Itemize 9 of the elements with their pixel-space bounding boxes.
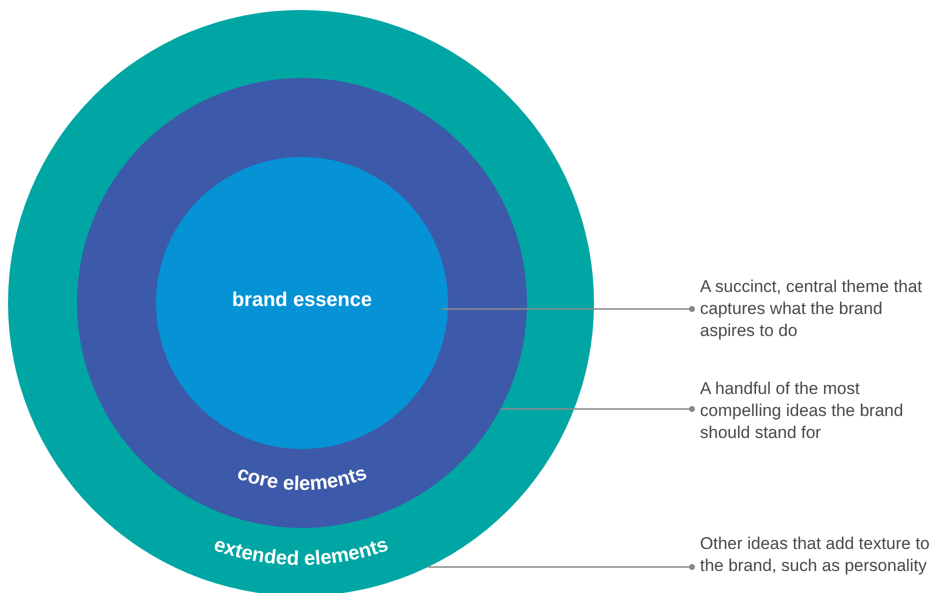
ring-label: extended elements bbox=[211, 534, 391, 570]
circle-label: brand essence bbox=[230, 289, 374, 312]
leader-line bbox=[442, 306, 695, 312]
description-text: Other ideas that add texture to the brand, such as personality bbox=[700, 533, 932, 577]
description-text: A handful of the most compelling ideas the brand should stand for bbox=[700, 378, 932, 444]
description-text: A succinct, central theme that captures what the brand aspires to do bbox=[700, 276, 932, 342]
leader-line bbox=[500, 406, 695, 412]
ring-label: core elements bbox=[234, 462, 370, 496]
leader-line bbox=[428, 564, 695, 570]
